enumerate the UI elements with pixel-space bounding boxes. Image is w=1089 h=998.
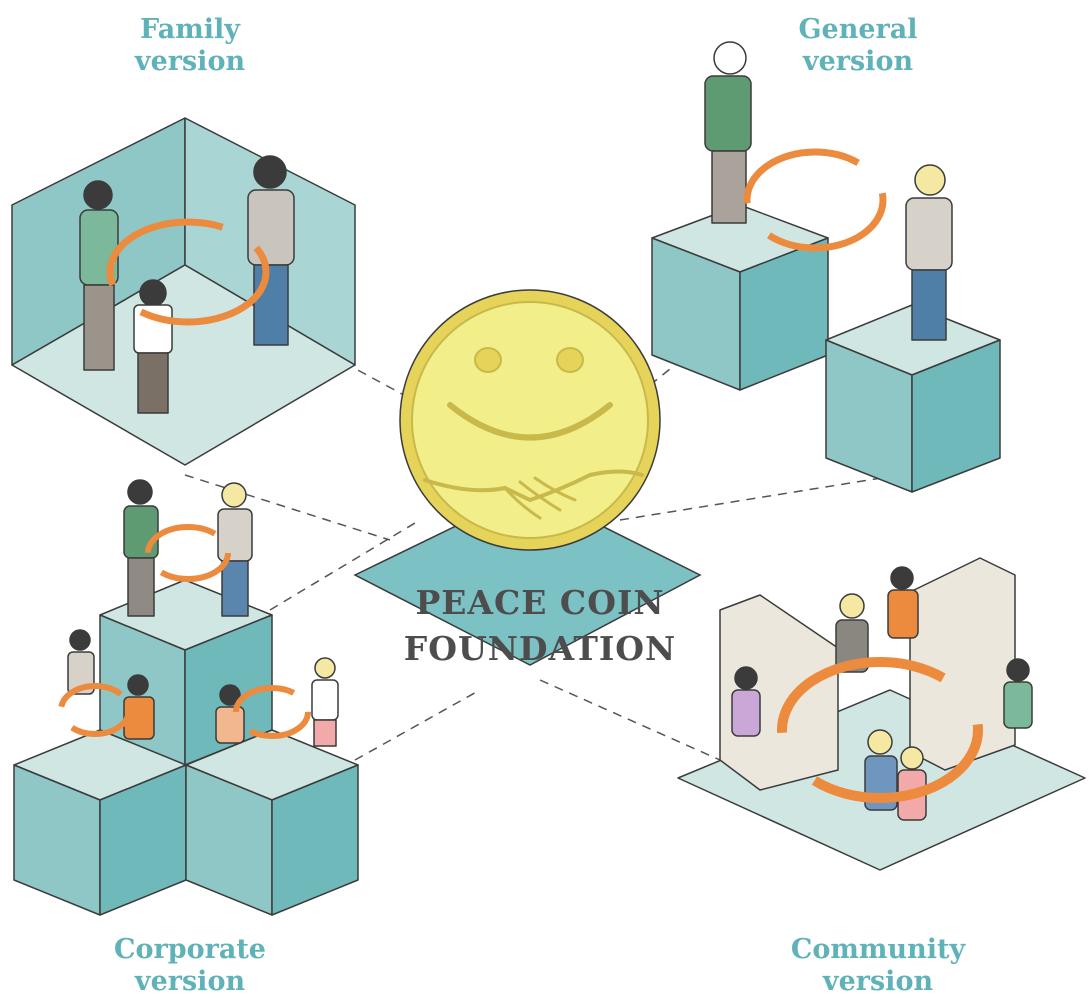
connector-lines [184,344,901,761]
corporate-cycle-arrow-right [233,685,311,739]
corporate-people [67,479,339,747]
connector-community [619,474,901,521]
connector-community-lower [539,679,721,761]
corporate-cycle-arrow-left [58,683,132,737]
general-cycle-arrow [743,148,887,252]
family-label-line2: version [134,46,246,77]
corporate-cycle-arrow-top [145,524,231,582]
corporate-label-line1: Corporate [114,934,266,965]
connector-diagonal-1 [184,474,391,541]
connector-corporate-lower [354,689,481,761]
general-label-line2: version [802,46,914,77]
center-title-line1: PEACE COIN [415,583,665,622]
general-label-line1: General [798,14,918,45]
family-version-label: Family version [70,14,310,78]
community-label-line2: version [822,966,934,997]
corporate-label-line2: version [134,966,246,997]
community-label-line1: Community [790,934,966,965]
corporate-cubes [13,479,359,916]
community-building-left [719,594,839,791]
general-pillar2-right [911,339,1001,493]
peace-coin-foundation-title: PEACE COIN FOUNDATION [360,580,720,672]
family-label-line1: Family [140,14,240,45]
family-people [79,155,295,414]
general-people [704,41,953,341]
family-room [11,117,356,466]
community-version-label: Community version [758,934,998,998]
smiling-coin-with-handshake-icon [399,289,661,551]
corporate-version-label: Corporate version [70,934,310,998]
center-title-line2: FOUNDATION [403,629,677,668]
community-cycle-arrow [777,657,983,803]
community-plaza [677,557,1086,871]
family-cycle-arrow [106,218,270,326]
corporate-right-cube-right [271,764,359,916]
connector-corporate [269,519,421,611]
general-pillars [651,41,1001,493]
community-building-right [909,557,1016,771]
general-version-label: General version [738,14,978,78]
